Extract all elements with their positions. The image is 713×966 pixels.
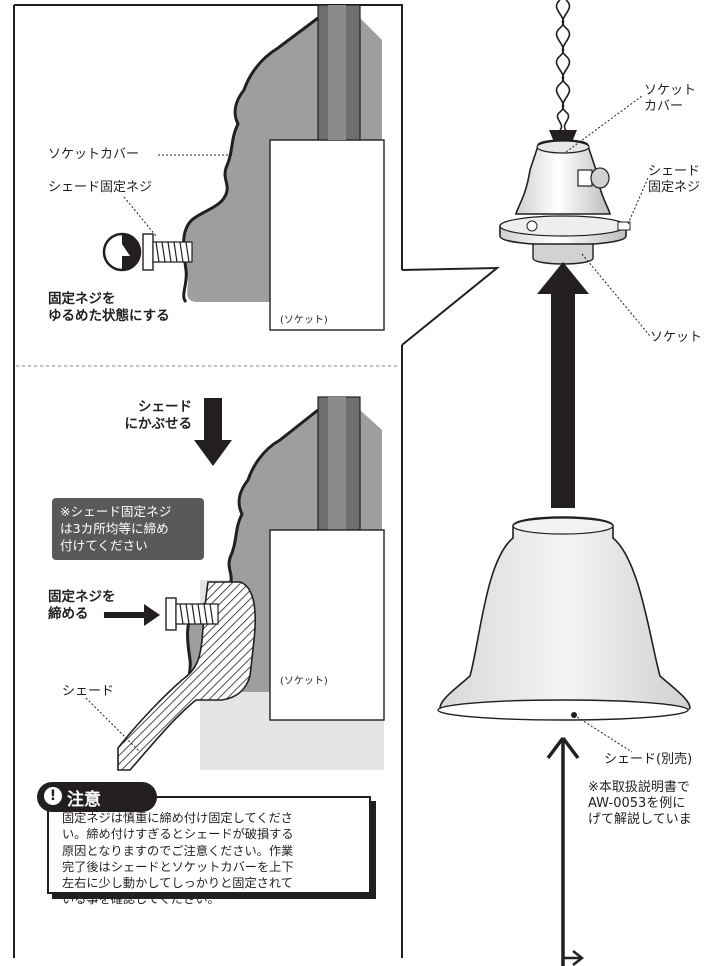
caution-box xyxy=(47,796,371,894)
footnote: ※本取扱説明書で AW-0053を例に げて解説していま xyxy=(588,780,692,827)
shade-screw-label-top: シェード固定ネジ xyxy=(48,180,153,195)
down-arrow xyxy=(194,398,232,466)
left-panel-frame xyxy=(13,4,500,958)
shade-label-left: シェード xyxy=(62,684,115,699)
bottom-detail xyxy=(104,396,385,771)
loosen-instruction: 固定ネジを ゆるめた状態にする xyxy=(48,291,170,324)
shade-sold-separately-label: シェード(別売) xyxy=(604,752,693,767)
socket-cover-label-top: ソケットカバー xyxy=(48,147,140,162)
screw-note-text: ※シェード固定ネジ は3カ所均等に締め 付けてください xyxy=(60,504,172,553)
socket-cover-label-right: ソケット カバー xyxy=(644,83,697,114)
caution-title: 注意 xyxy=(67,790,101,810)
right-arrow xyxy=(104,604,160,626)
put-on-shade-label: シェード にかぶせる xyxy=(124,399,193,432)
exclamation-icon: ! xyxy=(44,787,62,805)
caution-badge: ! 注意 xyxy=(37,782,157,812)
socket-label-right: ソケット xyxy=(650,330,703,345)
caution-body: 固定ネジは慎重に締め付け固定してくださ い。締め付けすぎるとシェードが破損する … xyxy=(62,811,294,907)
socket-label-bottom: (ソケット) xyxy=(280,676,328,687)
shade-screw-label-right: シェード 固定ネジ xyxy=(648,164,701,195)
pendant-assembly xyxy=(437,0,691,966)
top-detail xyxy=(102,4,385,331)
screw-note-box xyxy=(52,498,204,560)
up-arrow-large xyxy=(537,262,589,508)
tighten-instruction: 固定ネジを 締める xyxy=(48,589,116,622)
socket-label-top: (ソケット) xyxy=(280,315,328,326)
